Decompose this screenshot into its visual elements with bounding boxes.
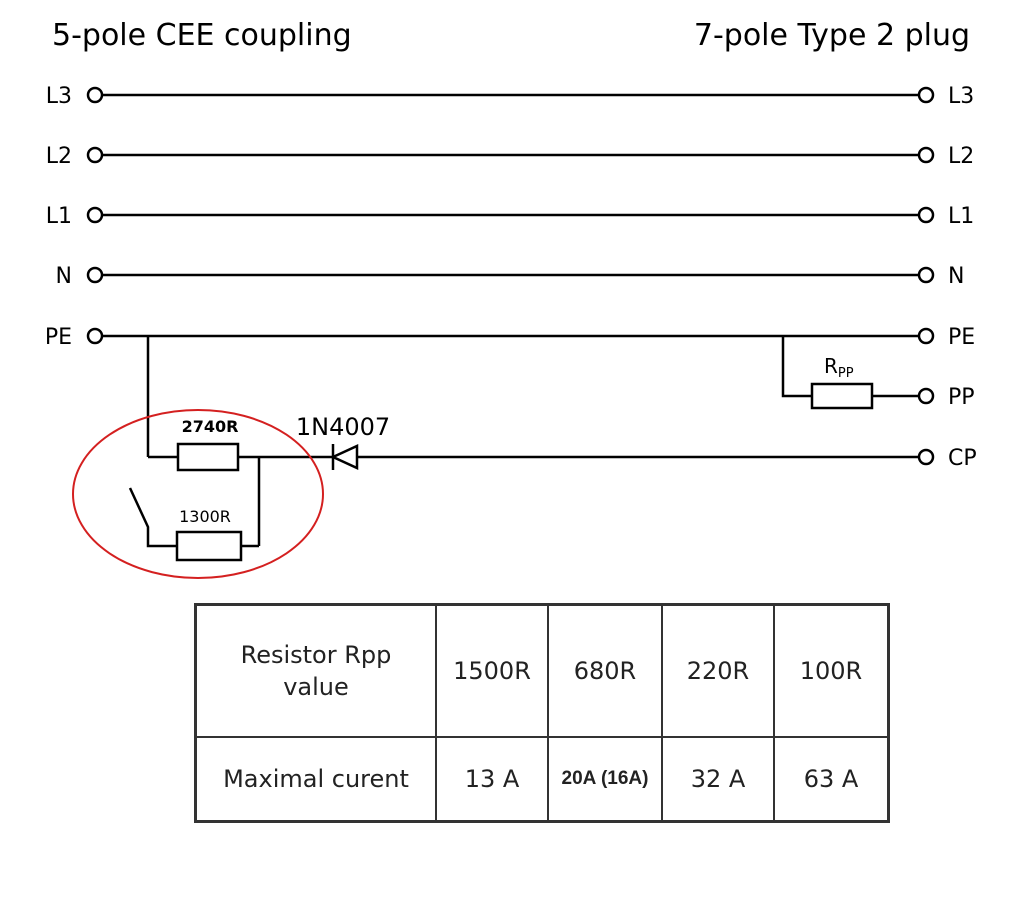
table-cell-resistor-3: 220R <box>661 603 775 738</box>
resistor-current-table: Resistor Rpp value 1500R 680R 220R 100R M… <box>194 603 890 823</box>
right-pin-n <box>917 266 935 284</box>
table-cell-current-3: 32 A <box>661 736 775 823</box>
left-pin-label-n: N <box>56 264 72 289</box>
right-pin-label-l1: L1 <box>948 204 974 229</box>
table-row-label: Maximal curent <box>194 736 437 823</box>
rpp-label-sub: PP <box>838 366 854 381</box>
table-header-cell: Resistor Rpp value <box>194 603 437 738</box>
resistor-2740r-label: 2740R <box>182 417 239 436</box>
left-pin-l3 <box>86 86 104 104</box>
right-pin-label-cp: CP <box>948 446 977 471</box>
highlight-ellipse <box>72 409 324 579</box>
resistor-2740r <box>176 442 240 472</box>
table-row-max-current: Maximal curent 13 A 20A (16A) 32 A 63 A <box>194 736 890 823</box>
table-cell-current-2: 20A (16A) <box>547 736 663 823</box>
left-pin-l2 <box>86 146 104 164</box>
table-cell-resistor-1: 1500R <box>435 603 549 738</box>
right-pin-pp <box>917 387 935 405</box>
right-pin-cp <box>917 448 935 466</box>
table-cell-resistor-4: 100R <box>773 603 890 738</box>
table-header-line1: Resistor Rpp <box>240 641 392 669</box>
table-cell-current-1: 13 A <box>435 736 549 823</box>
left-pin-n <box>86 266 104 284</box>
right-pin-label-n: N <box>948 264 964 289</box>
diode-icon <box>329 444 359 470</box>
left-pin-label-l2: L2 <box>46 144 72 169</box>
left-pin-label-pe: PE <box>45 325 72 350</box>
left-pin-label-l3: L3 <box>46 84 72 109</box>
left-connector-title: 5-pole CEE coupling <box>52 18 352 53</box>
rpp-label-main: R <box>824 354 838 378</box>
right-pin-pe <box>917 327 935 345</box>
left-pin-pe <box>86 327 104 345</box>
rpp-label: RPP <box>824 354 854 381</box>
right-pin-label-pe: PE <box>948 325 975 350</box>
table-row-resistor-values: Resistor Rpp value 1500R 680R 220R 100R <box>194 603 890 738</box>
right-pin-label-pp: PP <box>948 385 975 410</box>
table-cell-resistor-2: 680R <box>547 603 663 738</box>
right-connector-title: 7-pole Type 2 plug <box>694 18 970 53</box>
right-pin-l2 <box>917 146 935 164</box>
table-cell-current-4: 63 A <box>773 736 890 823</box>
right-pin-l3 <box>917 86 935 104</box>
left-pin-l1 <box>86 206 104 224</box>
right-pin-l1 <box>917 206 935 224</box>
resistor-1300r <box>175 530 243 562</box>
resistor-1300r-label: 1300R <box>179 507 231 526</box>
left-pin-label-l1: L1 <box>46 204 72 229</box>
rpp-resistor <box>810 382 874 410</box>
switch-contact <box>128 487 177 548</box>
table-header-line2: value <box>283 673 349 701</box>
right-pin-label-l3: L3 <box>948 84 974 109</box>
right-pin-label-l2: L2 <box>948 144 974 169</box>
diode-label: 1N4007 <box>296 413 390 441</box>
rpp-branch-wire <box>781 336 812 398</box>
